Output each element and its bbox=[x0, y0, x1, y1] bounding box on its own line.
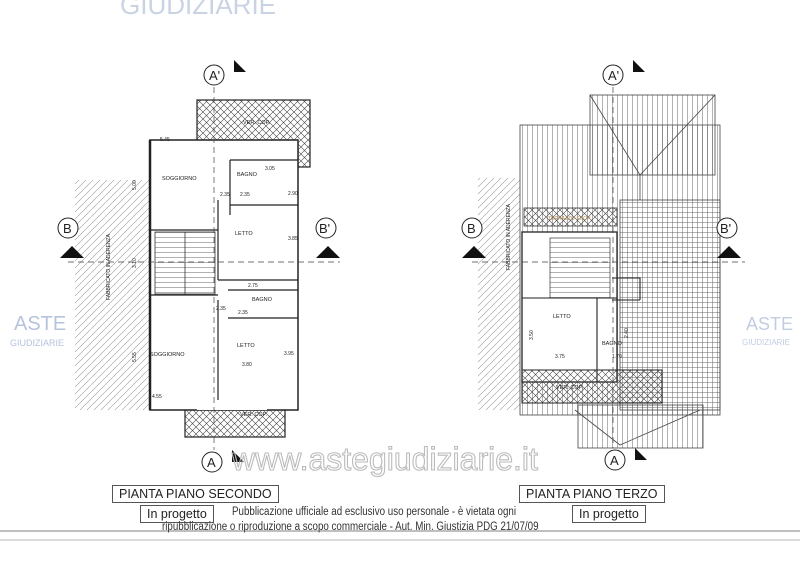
status-third-floor: In progetto bbox=[572, 505, 646, 523]
room-label: VER. COP. bbox=[556, 385, 584, 391]
dimension: 2.35 bbox=[220, 192, 230, 198]
dimension: 3.05 bbox=[265, 166, 275, 172]
dimension: 4.55 bbox=[152, 394, 162, 400]
dimension: 2.35 bbox=[240, 192, 250, 198]
dimension: 2.75 bbox=[248, 283, 258, 289]
neighbour-label: FABBRICATO IN ADERENZA bbox=[106, 233, 112, 300]
section-a-right: A bbox=[604, 448, 647, 471]
section-a-prime-right: A' bbox=[602, 60, 645, 86]
svg-text:B: B bbox=[63, 221, 72, 236]
section-markers: A' A B B' A' A B B' bbox=[57, 60, 745, 473]
dimension: 1.70 bbox=[612, 354, 622, 360]
room-label: BAGNO bbox=[237, 172, 258, 178]
staircase bbox=[549, 237, 611, 299]
room-label: VER. COP. bbox=[240, 412, 268, 418]
dimension: 2.35 bbox=[216, 306, 226, 312]
terrace-bottom bbox=[521, 369, 663, 404]
watermark-giudiziarie: GIUDIZIARIE bbox=[742, 338, 790, 347]
watermark-giudiziarie: GIUDIZIARIE bbox=[10, 338, 64, 348]
svg-text:A': A' bbox=[608, 68, 619, 83]
dimension: 2.90 bbox=[288, 191, 298, 197]
room-label: LETTO bbox=[553, 314, 571, 320]
notice-line-2: ripubblicazione o riproduzione a scopo c… bbox=[162, 521, 539, 533]
dimension: 3.10 bbox=[132, 258, 138, 268]
svg-text:A': A' bbox=[209, 68, 220, 83]
room-label: BAGNO bbox=[252, 297, 273, 303]
status-second-floor: In progetto bbox=[140, 505, 214, 523]
dimension: 3.85 bbox=[288, 236, 298, 242]
dimension: 3.95 bbox=[284, 351, 294, 357]
svg-text:B': B' bbox=[720, 221, 731, 236]
room-label: BAGNO bbox=[602, 341, 623, 347]
svg-text:A: A bbox=[610, 453, 619, 468]
dimension: 5.55 bbox=[132, 352, 138, 362]
svg-text:B: B bbox=[467, 221, 476, 236]
dimension: 2.40 bbox=[624, 328, 630, 338]
dimension: 2.35 bbox=[238, 310, 248, 316]
title-third-floor: PIANTA PIANO TERZO bbox=[519, 485, 665, 503]
neighbour-label: FABBRICATO IN ADERENZA bbox=[506, 203, 512, 270]
section-a-prime-left: A' bbox=[203, 60, 246, 86]
section-b-right: B bbox=[461, 217, 486, 258]
dimension: 3.75 bbox=[555, 354, 565, 360]
adjacent-building-hatch bbox=[478, 178, 520, 410]
svg-text:A: A bbox=[207, 455, 216, 470]
notice-line-1: Pubblicazione ufficiale ad esclusivo uso… bbox=[232, 506, 517, 518]
terrace-scop bbox=[523, 207, 618, 227]
room-label: LETTO bbox=[235, 231, 253, 237]
watermark-aste: ASTE bbox=[14, 313, 66, 335]
room-label: TERRAZZO SCOP. bbox=[548, 216, 591, 222]
room-label: LETTO bbox=[237, 343, 255, 349]
watermark-top: GIUDIZIARIE bbox=[120, 0, 276, 20]
dimension: 3.50 bbox=[529, 330, 535, 340]
plan-second-floor: FABBRICATO IN ADERENZA SOGGIORNO BAGNO L… bbox=[10, 99, 311, 438]
room-label: SOGGIORNO bbox=[162, 176, 197, 182]
room-label: VER. COP. bbox=[243, 120, 271, 126]
watermark-site: www.astegiudiziarie.it bbox=[231, 441, 538, 477]
watermark-aste: ASTE bbox=[746, 314, 793, 334]
dimension: 5.45 bbox=[160, 137, 170, 143]
adjacent-building-hatch bbox=[75, 180, 150, 410]
title-second-floor: PIANTA PIANO SECONDO bbox=[112, 485, 279, 503]
section-b-prime-left: B' bbox=[315, 217, 340, 258]
svg-text:B': B' bbox=[319, 221, 330, 236]
section-a-left: A bbox=[201, 450, 244, 473]
section-b-left: B bbox=[57, 217, 84, 258]
room-label: SOGGIORNO bbox=[150, 352, 185, 358]
dimension: 5.00 bbox=[132, 180, 138, 190]
plan-third-floor: FABBRICATO IN ADERENZA TERRAZZO SCOP. LE… bbox=[478, 94, 793, 449]
dimension: 3.80 bbox=[242, 362, 252, 368]
section-b-prime-right: B' bbox=[716, 217, 741, 258]
